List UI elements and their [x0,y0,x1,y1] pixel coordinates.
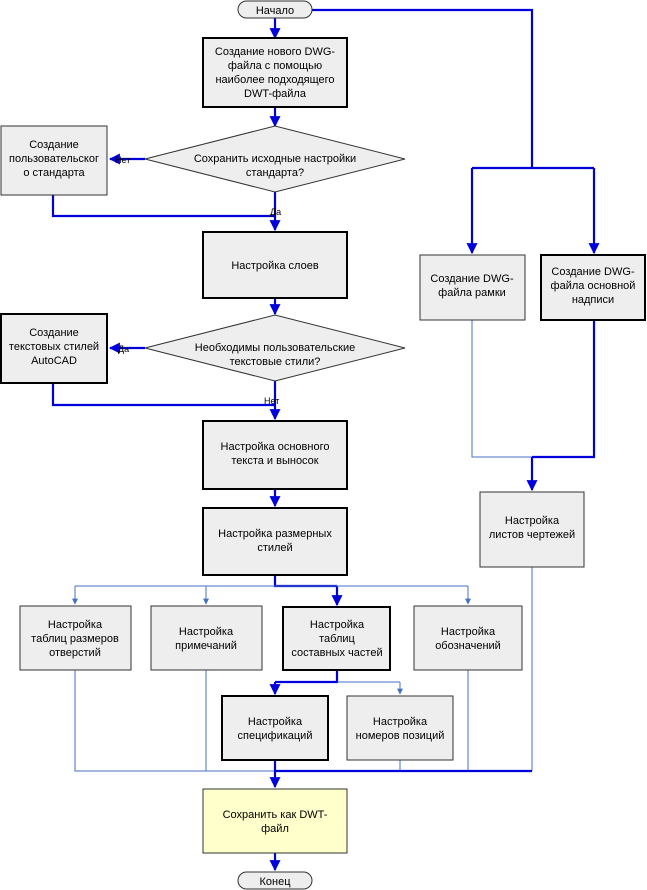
step-text-line: Настройка [179,626,234,638]
step-text-line: Создание [29,139,79,151]
connector-dim-split-main [273,575,337,588]
branch-label-keep-no: Нет [115,155,130,165]
step-hole-tables: Настройка таблиц размеров отверстий [19,605,132,671]
step-title-block-dwg: Создание DWG- файла основной надписи [540,254,646,321]
step-text-line: наиболее подходящего [215,74,334,86]
step-text-line: Настройка [48,619,103,631]
step-text-line: таблиц размеров [31,633,119,645]
step-text-line: Создание DWG- [430,273,514,285]
step-text-line: Сохранить как DWT- [223,809,328,821]
step-parts-tables: Настройка таблиц составных частей [282,606,391,671]
step-text-line: Создание нового DWG- [215,46,336,58]
end-label: Конец [259,876,291,888]
step-frame-dwg: Создание DWG- файла рамки [419,254,526,321]
step-custom-standard: Создание пользовательског о стандарта [0,125,108,196]
step-save-dwt: Сохранить как DWT- файл [202,788,348,854]
step-text-line: Настройка [248,716,303,728]
connector-parts-split-main [275,670,339,684]
connector-title-down [532,320,596,459]
step-text-line: надписи [572,294,614,306]
decision-need-text-styles: Необходимы пользовательские текстовые ст… [144,314,406,382]
step-text-line: Настройка размерных [218,528,332,540]
step-text-line: отверстий [49,647,101,659]
step-text-line: текстовых стилей [9,341,99,353]
step-sheets: Настройка листов чертежей [479,491,585,568]
start-label: Начало [256,5,294,17]
branch-label-text-yes: Да [118,344,129,354]
step-text-line: Настройка слоев [231,260,318,272]
step-text-line: Настройка [310,619,365,631]
step-text-line: Создание [29,327,79,339]
step-text-line: пользовательског [9,153,99,165]
branch-label-text-no: Нет [264,396,279,406]
step-text-line: о стандарта [23,167,85,179]
step-text-line: файла основной [551,280,636,292]
step-text-styles: Создание текстовых стилей AutoCAD [0,313,108,384]
step-text-line: листов чертежей [489,529,575,541]
connector-custom-to-layers [51,195,275,218]
connectors [51,8,600,872]
step-text-line: Создание DWG- [551,266,635,278]
step-specs: Настройка спецификаций [221,695,329,761]
step-notes: Настройка примечаний [150,605,263,671]
step-positions: Настройка номеров позиций [346,695,454,761]
branch-label-keep-yes: Да [270,207,281,217]
decision-text-line: Сохранить исходные настройки [194,153,356,165]
start-terminal: Начало [237,0,313,19]
step-text-line: Настройка [505,515,560,527]
step-text-line: составных частей [291,647,382,659]
step-text-line: текста и выносок [231,455,318,467]
step-text-line: Настройка [373,716,428,728]
step-designations: Настройка обозначений [413,605,523,671]
step-text-line: файла с помощью [228,60,322,72]
decision-text-line: стандарта? [246,167,304,179]
decision-text-line: Необходимы пользовательские [195,342,355,354]
step-text-line: обозначений [435,640,501,652]
step-dim-styles: Настройка размерных стилей [202,507,348,576]
step-create-dwg: Создание нового DWG- файла с помощью наи… [202,37,348,108]
step-text-line: примечаний [175,640,237,652]
decision-keep-settings: Сохранить исходные настройки стандарта? [144,125,406,193]
connector-frame-down [471,320,532,458]
step-text-line: Настройка [441,626,496,638]
connector-start-to-right-branch [312,8,534,168]
end-terminal: Конец [237,871,313,890]
step-text-line: спецификаций [238,730,313,742]
decision-text-line: текстовые стили? [230,356,321,368]
step-text-line: стилей [257,542,292,554]
step-main-text: Настройка основного текста и выносок [202,420,348,490]
step-text-line: Настройка основного [221,441,330,453]
step-text-line: номеров позиций [356,730,445,742]
connector-styles-to-main-text [51,383,275,407]
step-text-line: таблиц [319,633,355,645]
step-text-line: файла рамки [438,287,506,299]
step-text-line: файл [261,823,289,835]
step-text-line: DWT-файла [244,88,307,100]
step-text-line: AutoCAD [31,355,77,367]
step-layers: Настройка слоев [202,231,348,299]
